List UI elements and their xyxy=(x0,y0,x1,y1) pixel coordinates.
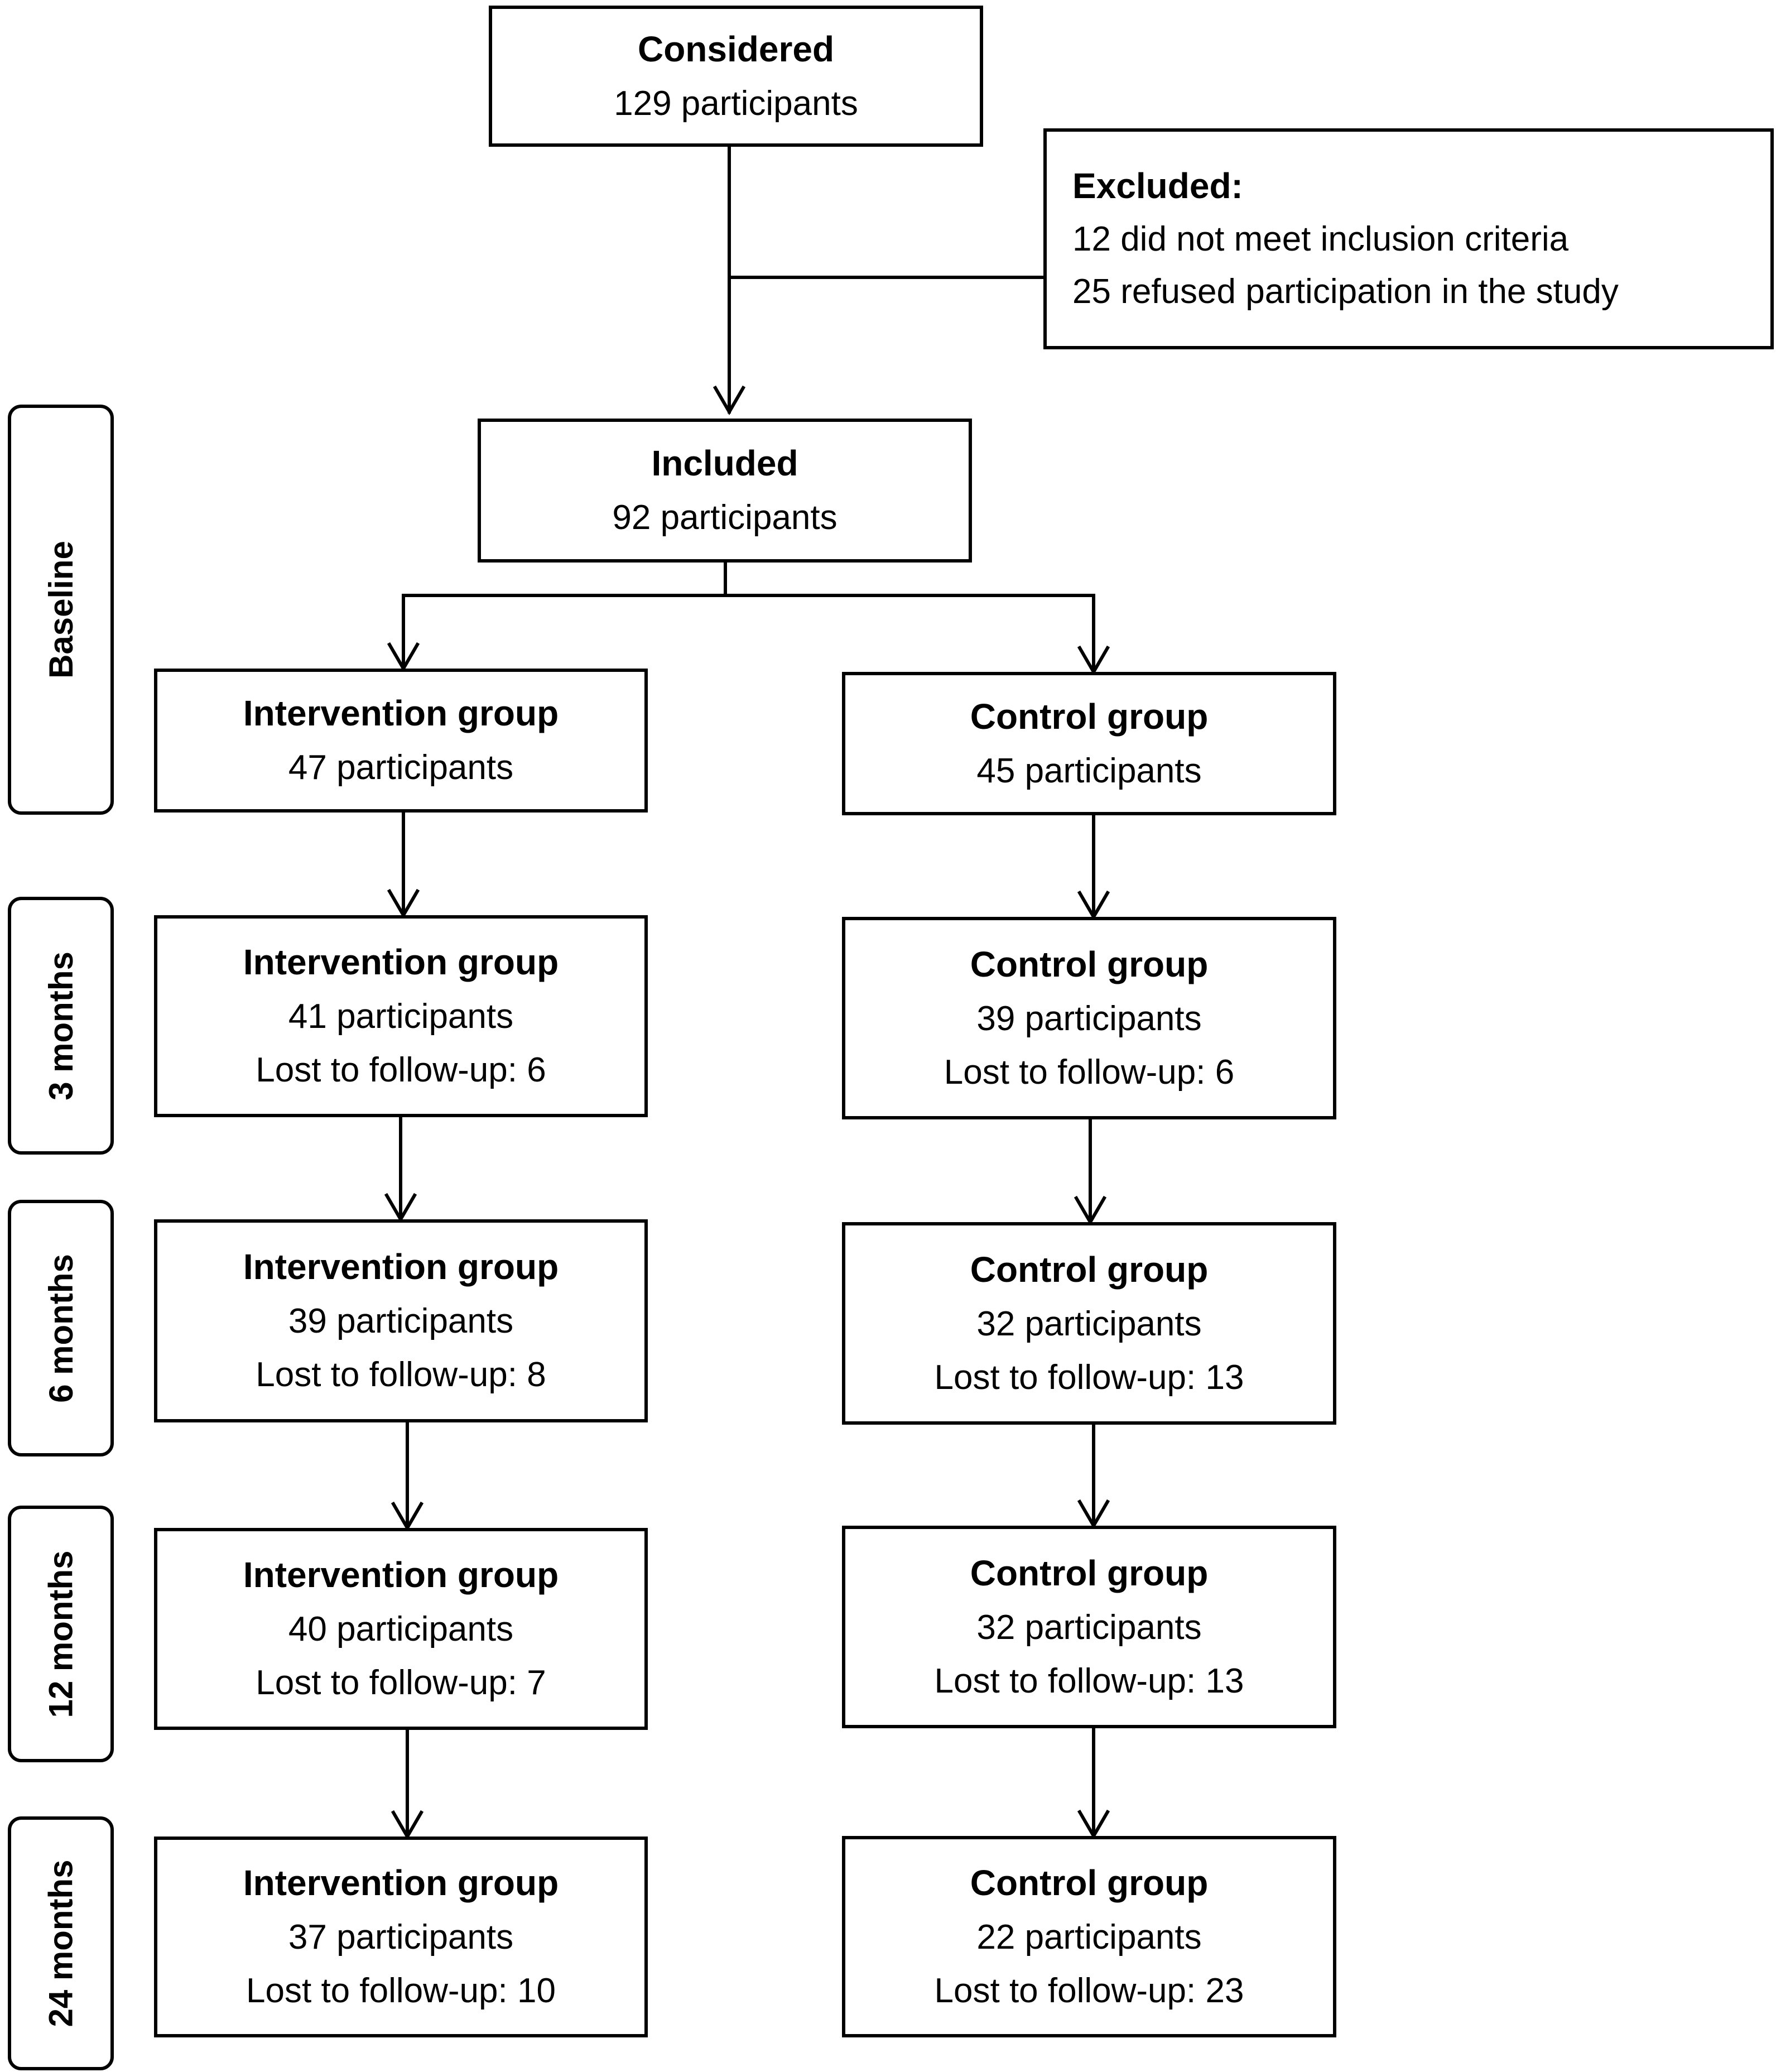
lost-to-follow-up: Lost to follow-up: 6 xyxy=(256,1051,546,1090)
intervention-group-3-months: Intervention group 41 participants Lost … xyxy=(154,915,648,1117)
participant-count: 39 participants xyxy=(976,999,1202,1038)
control-group-12-months: Control group 32 participants Lost to fo… xyxy=(842,1526,1336,1728)
lost-to-follow-up: Lost to follow-up: 6 xyxy=(944,1052,1235,1092)
stage-label-text: 24 months xyxy=(42,1859,80,2027)
group-title: Intervention group xyxy=(243,1247,559,1287)
participant-count: 37 participants xyxy=(288,1918,514,1956)
participant-count: 39 participants xyxy=(288,1302,514,1340)
lost-to-follow-up: Lost to follow-up: 10 xyxy=(246,1972,556,2011)
stage-label-24-months: 24 months xyxy=(8,1816,114,2070)
participant-count: 32 participants xyxy=(976,1608,1202,1647)
excluded-reason: 12 did not meet inclusion criteria xyxy=(1072,220,1569,258)
stage-label-12-months: 12 months xyxy=(8,1506,114,1762)
control-group-24-months: Control group 22 participants Lost to fo… xyxy=(842,1836,1336,2037)
participant-count: 41 participants xyxy=(288,997,514,1036)
intervention-group-6-months: Intervention group 39 participants Lost … xyxy=(154,1219,648,1422)
included-box: Included 92 participants xyxy=(478,419,972,563)
considered-title: Considered xyxy=(637,28,835,69)
excluded-reason: 25 refused participation in the study xyxy=(1072,272,1619,311)
group-title: Control group xyxy=(970,1249,1209,1290)
stage-label-6-months: 6 months xyxy=(8,1200,114,1456)
included-title: Included xyxy=(651,443,798,484)
group-title: Intervention group xyxy=(243,1863,559,1903)
group-title: Control group xyxy=(970,1862,1209,1903)
intervention-group-12-months: Intervention group 40 participants Lost … xyxy=(154,1528,648,1730)
participant-count: 32 participants xyxy=(976,1304,1202,1343)
intervention-group-24-months: Intervention group 37 participants Lost … xyxy=(154,1837,648,2037)
lost-to-follow-up: Lost to follow-up: 13 xyxy=(934,1661,1244,1700)
group-title: Control group xyxy=(970,944,1209,984)
considered-count: 129 participants xyxy=(614,84,858,123)
group-title: Intervention group xyxy=(243,942,559,983)
stage-label-text: 3 months xyxy=(42,951,80,1100)
excluded-box: Excluded: 12 did not meet inclusion crit… xyxy=(1043,128,1774,349)
participant-count: 22 participants xyxy=(976,1917,1202,1956)
participant-count: 47 participants xyxy=(288,748,514,787)
group-title: Control group xyxy=(970,1552,1209,1593)
stage-label-text: Baseline xyxy=(42,541,80,679)
lost-to-follow-up: Lost to follow-up: 23 xyxy=(934,1971,1244,2010)
participant-count: 45 participants xyxy=(976,751,1202,790)
control-group-3-months: Control group 39 participants Lost to fo… xyxy=(842,917,1336,1119)
arrowhead xyxy=(713,385,746,415)
stage-label-text: 6 months xyxy=(42,1253,80,1403)
stage-label-text: 12 months xyxy=(42,1550,80,1718)
excluded-title: Excluded: xyxy=(1072,166,1243,206)
stage-label-baseline: Baseline xyxy=(8,405,114,815)
intervention-group-baseline: Intervention group 47 participants xyxy=(154,669,648,813)
considered-box: Considered 129 participants xyxy=(489,6,983,147)
control-group-6-months: Control group 32 participants Lost to fo… xyxy=(842,1222,1336,1425)
participant-count: 40 participants xyxy=(288,1610,514,1648)
lost-to-follow-up: Lost to follow-up: 8 xyxy=(256,1355,546,1395)
group-title: Intervention group xyxy=(243,693,559,734)
control-group-baseline: Control group 45 participants xyxy=(842,672,1336,815)
included-count: 92 participants xyxy=(612,498,838,537)
lost-to-follow-up: Lost to follow-up: 13 xyxy=(934,1358,1244,1397)
stage-label-3-months: 3 months xyxy=(8,897,114,1155)
lost-to-follow-up: Lost to follow-up: 7 xyxy=(256,1664,546,1703)
group-title: Control group xyxy=(970,696,1209,737)
group-title: Intervention group xyxy=(243,1555,559,1595)
